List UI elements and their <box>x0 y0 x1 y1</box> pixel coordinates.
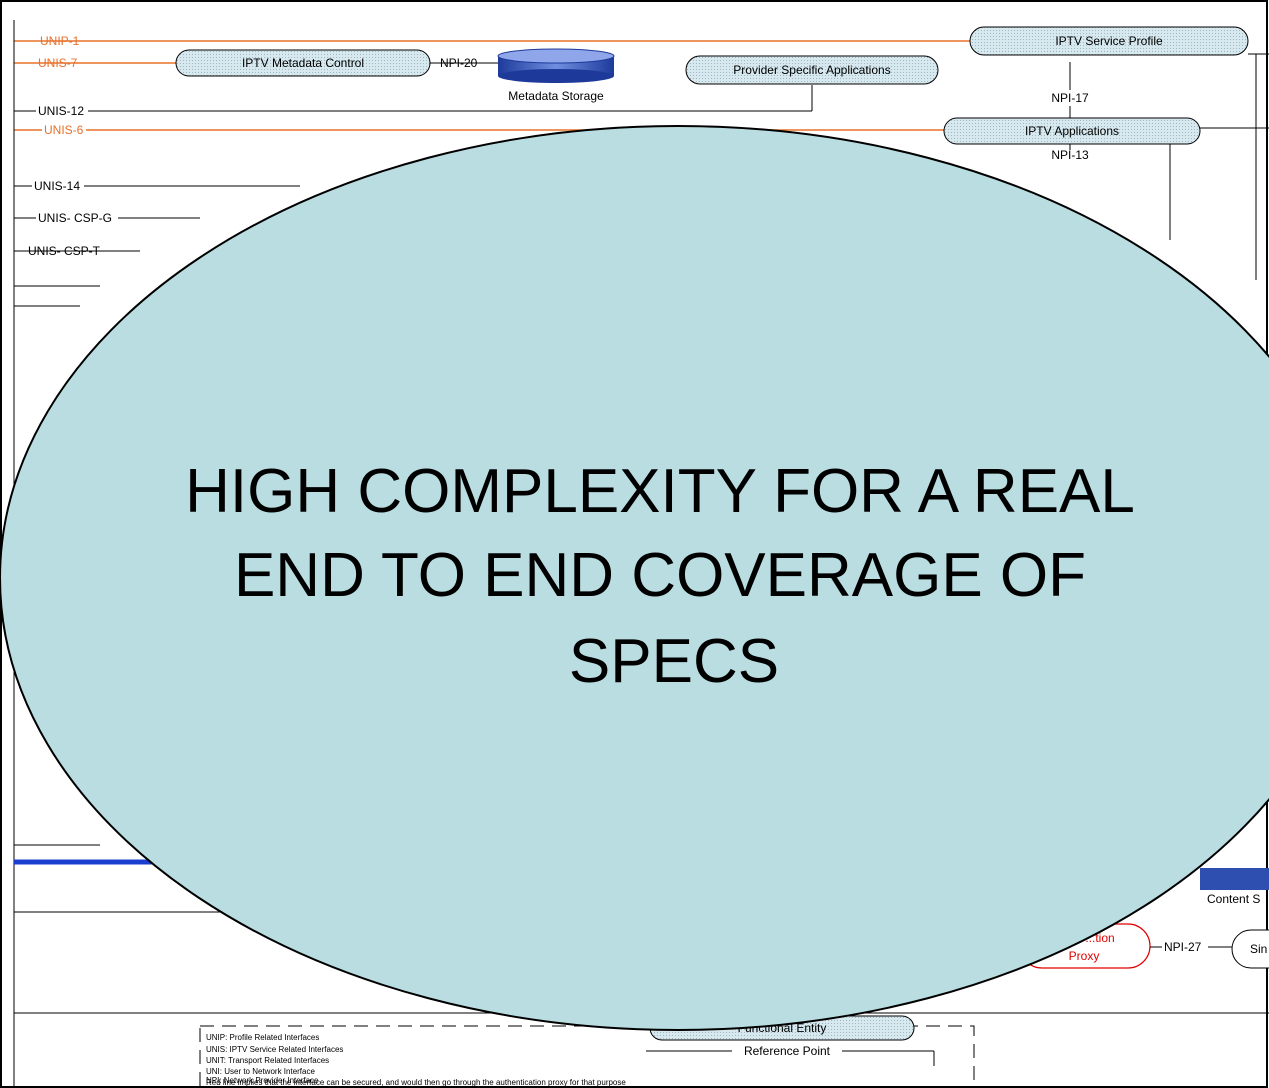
node-label: IPTV Metadata Control <box>242 56 364 70</box>
proxy-label-2: Proxy <box>1069 949 1100 963</box>
label-unip1: UNIP-1 <box>40 34 80 48</box>
overlay-callout <box>0 125 1269 1031</box>
node-provider-specific-applications: Provider Specific Applications <box>685 55 939 85</box>
legend-reference-point: Reference Point <box>646 1044 935 1066</box>
label-unis7: UNIS-7 <box>38 56 78 70</box>
legend-item: UNIP: Profile Related Interfaces <box>206 1033 319 1042</box>
content-s-label: Content S <box>1207 892 1260 906</box>
legend-reference-point-label: Reference Point <box>744 1044 831 1058</box>
node-label: Provider Specific Applications <box>733 63 890 77</box>
metadata-storage-icon <box>497 48 615 83</box>
overlay-text-line1: HIGH COMPLEXITY FOR A REAL <box>185 457 1135 526</box>
node-sin: Sin <box>1231 929 1269 969</box>
legend-item: UNIT: Transport Related Interfaces <box>206 1056 329 1065</box>
npi17-label: NPI-17 <box>1051 91 1089 105</box>
node-iptv-applications: IPTV Applications <box>943 117 1201 145</box>
node-content-storage <box>1200 868 1269 890</box>
node-label: IPTV Applications <box>1025 124 1119 138</box>
legend-item: UNIS: IPTV Service Related Interfaces <box>206 1045 343 1054</box>
node-iptv-service-profile: IPTV Service Profile <box>969 26 1249 56</box>
legend-item: Red line implies that the interface can … <box>206 1078 626 1087</box>
legend-item: NPI: Network Provider Interface <box>206 1076 319 1085</box>
metadata-storage-label: Metadata Storage <box>508 89 604 103</box>
label-unis-csp-g: UNIS- CSP-G <box>38 211 112 225</box>
sin-label: Sin <box>1250 942 1267 956</box>
label-unis12: UNIS-12 <box>38 104 84 118</box>
label-unis-csp-t: UNIS- CSP-T <box>28 244 101 258</box>
label-unis6: UNIS-6 <box>44 123 84 137</box>
npi20-label: NPI-20 <box>440 56 478 70</box>
node-iptv-metadata-control: IPTV Metadata Control <box>175 49 431 77</box>
npi27-label: NPI-27 <box>1164 940 1202 954</box>
overlay-text-line3: SPECS <box>569 627 779 696</box>
label-unis14: UNIS-14 <box>34 179 80 193</box>
legend-item: UNI: User to Network Interface <box>206 1067 315 1076</box>
node-label: IPTV Service Profile <box>1055 34 1163 48</box>
npi13-label: NPI-13 <box>1051 148 1089 162</box>
overlay-text-line2: END TO END COVERAGE OF <box>234 541 1086 610</box>
